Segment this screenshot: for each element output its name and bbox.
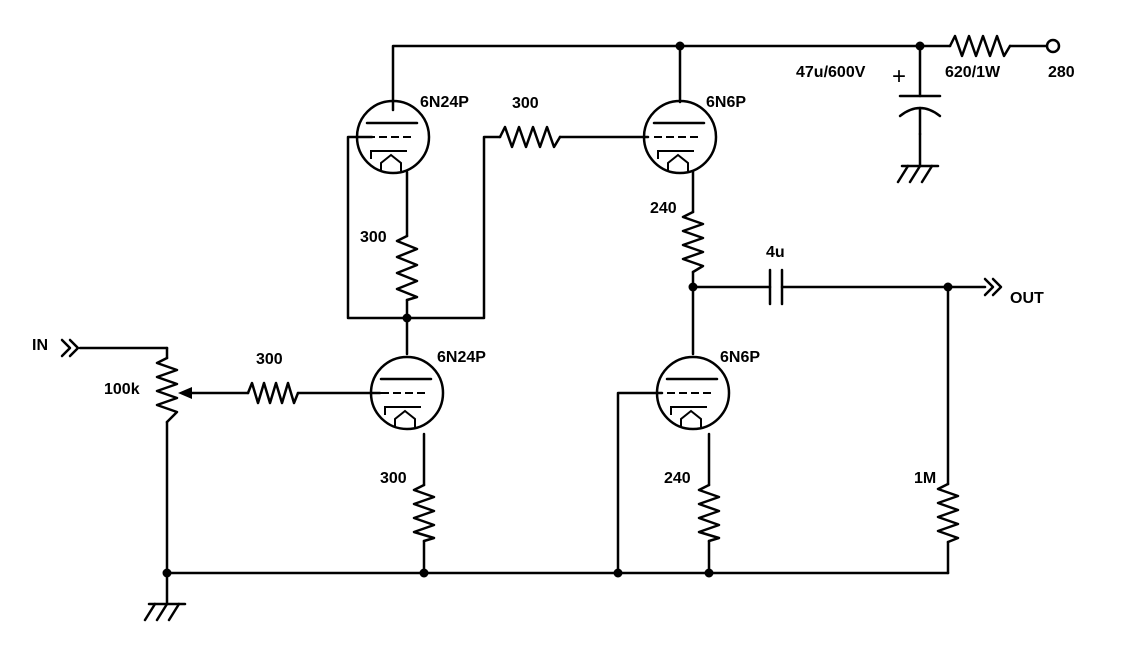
tube-v1 [355,99,431,175]
output-terminal-icon [983,277,1003,297]
potentiometer [155,356,192,424]
junctions [162,41,953,578]
label-r-top: 240 [650,200,677,217]
label-r-load: 1M [914,470,936,487]
label-tube-v4: 6N6P [720,349,760,366]
resistor-v2-cathode [412,483,436,543]
label-cap-coupling: 4u [766,244,785,261]
ground-icon [896,164,940,184]
tube-v3 [642,99,718,175]
resistor-load [936,482,960,544]
wires [78,44,1049,606]
label-cap-supply: 47u/600V [796,64,866,81]
resistor-grid-in [246,381,300,405]
label-tube-v2: 6N24P [437,349,486,366]
label-r-cathode-v1: 300 [360,229,387,246]
supply-terminal-icon [1045,38,1061,54]
resistor-v1-v3 [498,125,562,149]
capacitor-coupling [768,268,784,306]
label-tube-v1: 6N24P [420,94,469,111]
resistor-v3-cathode [681,210,705,274]
capacitor-supply [898,94,942,136]
resistor-v1-cathode [395,234,419,302]
input-terminal-icon [60,338,80,358]
label-r-supply: 620/1W [945,64,1001,81]
resistor-v4-cathode [697,483,721,543]
label-r-bottom: 240 [664,470,691,487]
label-pot: 100k [104,381,140,398]
tube-v4 [655,355,731,431]
label-cap-plus: + [892,63,906,90]
ground-icon [143,602,187,622]
label-supply-voltage: 280 [1048,64,1075,81]
label-tube-v3: 6N6P [706,94,746,111]
label-in: IN [32,337,48,354]
label-r-v1-v2: 300 [512,95,539,112]
label-r-grid-in: 300 [256,351,283,368]
tube-v2 [369,355,445,431]
resistor-supply [948,34,1012,58]
label-out: OUT [1010,290,1044,307]
label-r-grid-v3: 300 [380,470,407,487]
